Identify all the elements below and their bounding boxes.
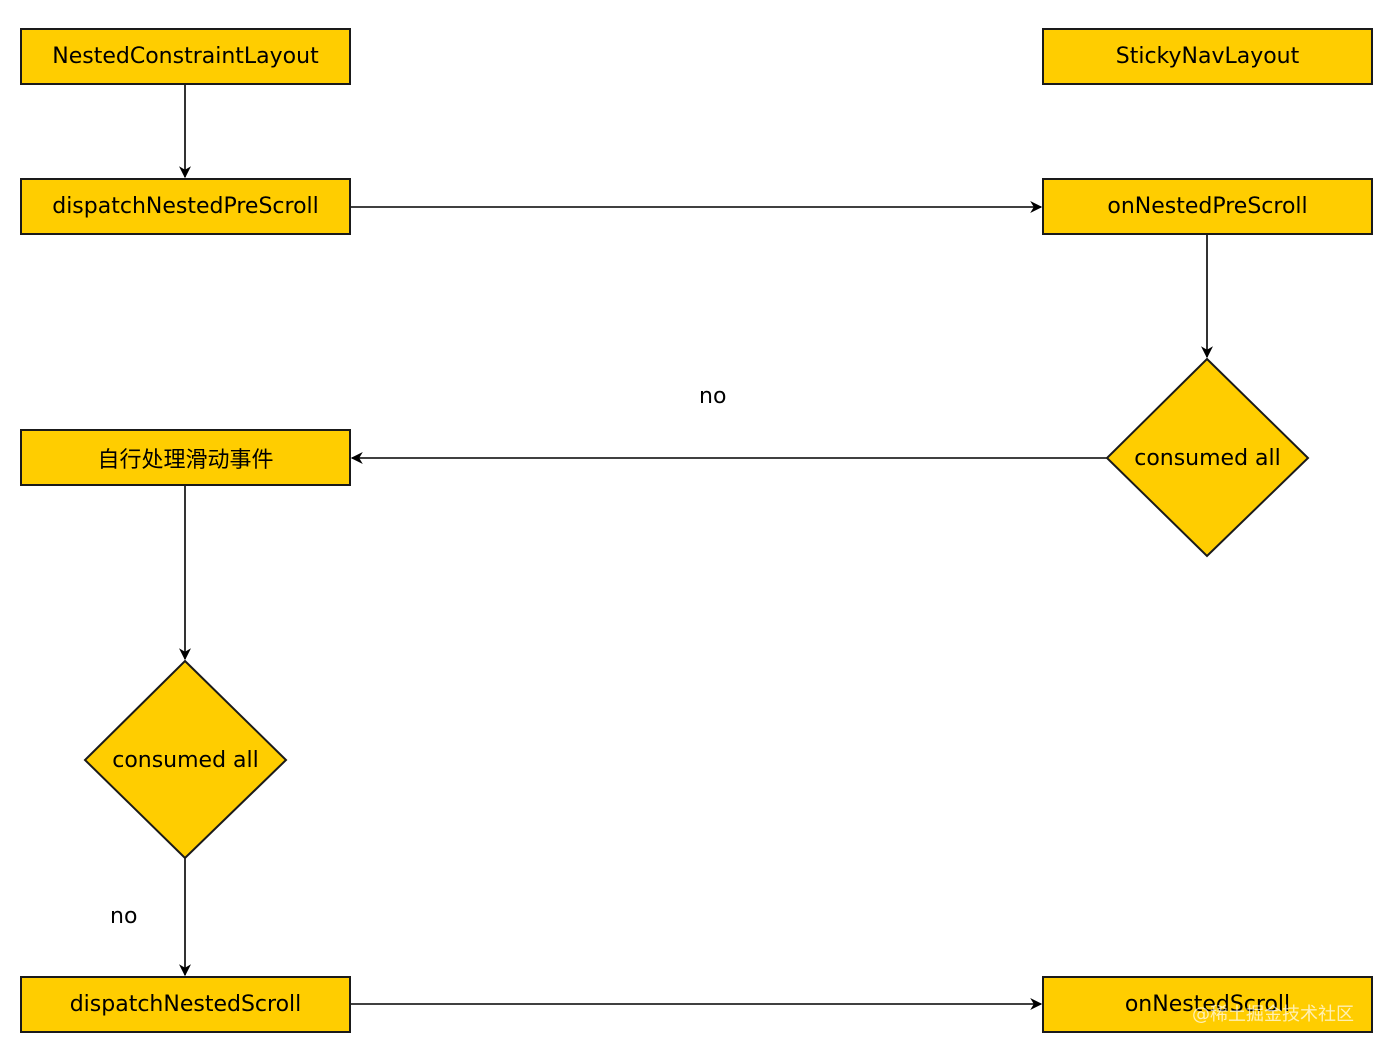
node-dispatch-nested-pre-scroll: dispatchNestedPreScroll	[20, 178, 351, 235]
decision-label-left: consumed all	[112, 747, 259, 773]
node-on-nested-scroll: onNestedScroll	[1042, 976, 1373, 1033]
edge-label-no-bottom: no	[110, 904, 138, 929]
node-on-nested-pre-scroll: onNestedPreScroll	[1042, 178, 1373, 235]
node-sticky-nav-layout: StickyNavLayout	[1042, 28, 1373, 85]
edge-label-no-top: no	[699, 384, 727, 409]
node-nested-constraint-layout: NestedConstraintLayout	[20, 28, 351, 85]
node-handle-scroll-self: 自行处理滑动事件	[20, 429, 351, 486]
node-dispatch-nested-scroll: dispatchNestedScroll	[20, 976, 351, 1033]
decision-diamond-left	[83, 659, 288, 860]
watermark-text: @稀土掘金技术社区	[1192, 1004, 1354, 1025]
decision-label-right: consumed all	[1134, 445, 1281, 471]
decision-diamond-right	[1105, 357, 1310, 558]
